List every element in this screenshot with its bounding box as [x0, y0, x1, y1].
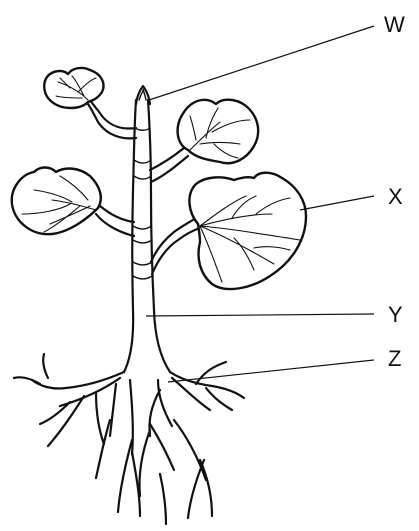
leaf-left-middle [12, 168, 134, 237]
leader-line-x [300, 196, 374, 210]
leaf-right-large [151, 173, 306, 289]
roots [14, 354, 244, 524]
label-w: W [384, 14, 405, 36]
leader-line-y [146, 314, 374, 316]
leader-line-z [168, 360, 374, 382]
leaf-top-left [44, 68, 136, 138]
label-y: Y [388, 304, 403, 326]
leaf-top-right [150, 100, 258, 182]
label-x: X [388, 186, 403, 208]
label-z: Z [388, 348, 401, 370]
leader-line-w [149, 26, 374, 100]
